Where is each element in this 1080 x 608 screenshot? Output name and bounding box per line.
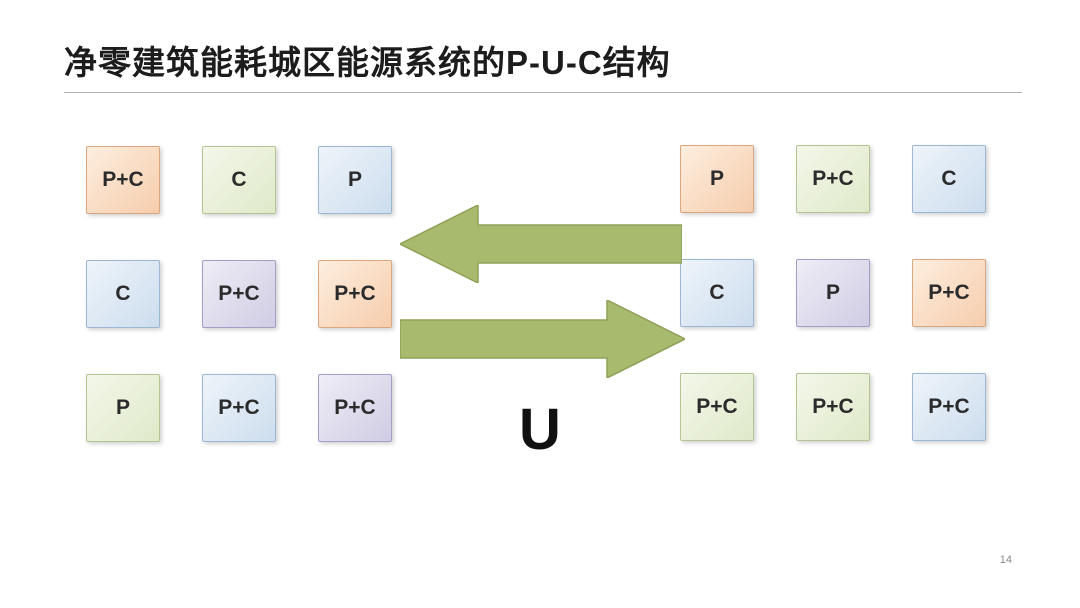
grid-cell-label: P+C xyxy=(812,395,854,418)
grid-cell-label: P+C xyxy=(334,282,376,305)
grid-cell: P+C xyxy=(796,373,870,441)
grid-cell-label: P xyxy=(347,168,362,191)
grid-cell-label: P+C xyxy=(218,282,260,305)
hub-label: U xyxy=(519,397,561,462)
grid-cell-label: P+C xyxy=(812,167,854,190)
grid-cell: P+C xyxy=(86,146,160,214)
grid-cell: P+C xyxy=(318,374,392,442)
grid-cell: C xyxy=(86,260,160,328)
grid-cell: P+C xyxy=(202,260,276,328)
slide-title: 净零建筑能耗城区能源系统的P-U-C结构 xyxy=(64,44,671,81)
title-underline xyxy=(64,92,1022,93)
grid-cell: P+C xyxy=(680,373,754,441)
grid-cell: P xyxy=(86,374,160,442)
page-number: 14 xyxy=(999,554,1012,566)
grid-cell-label: P+C xyxy=(102,168,144,191)
grid-cell-label: C xyxy=(941,167,957,190)
grid-cell: P xyxy=(796,259,870,327)
grid-cell-label: P+C xyxy=(928,281,970,304)
grid-cell-label: C xyxy=(231,168,247,191)
grid-cell-label: P xyxy=(709,167,724,190)
arrow-left-icon xyxy=(398,203,683,288)
grid-cell: C xyxy=(202,146,276,214)
grid-cell-label: P+C xyxy=(334,396,376,419)
grid-cell: P+C xyxy=(912,373,986,441)
grid-cell: P+C xyxy=(202,374,276,442)
grid-cell-label: C xyxy=(709,281,725,304)
grid-cell-label: P+C xyxy=(218,396,260,419)
grid-cell: P+C xyxy=(796,145,870,213)
grid-cell-label: P+C xyxy=(696,395,738,418)
grid-cell: P xyxy=(318,146,392,214)
grid-cell: C xyxy=(680,259,754,327)
grid-cell-label: C xyxy=(115,282,131,305)
grid-cell: P xyxy=(680,145,754,213)
grid-cell: P+C xyxy=(912,259,986,327)
left-grid: P+C C P C P+C P+C P P+C P+C xyxy=(86,146,392,442)
grid-cell: C xyxy=(912,145,986,213)
grid-cell-label: P xyxy=(825,281,840,304)
grid-cell: P+C xyxy=(318,260,392,328)
right-grid: P P+C C C P P+C P+C P+C P+C xyxy=(680,145,986,441)
grid-cell-label: P+C xyxy=(928,395,970,418)
grid-cell-label: P xyxy=(115,396,130,419)
arrow-right-icon xyxy=(399,298,687,383)
